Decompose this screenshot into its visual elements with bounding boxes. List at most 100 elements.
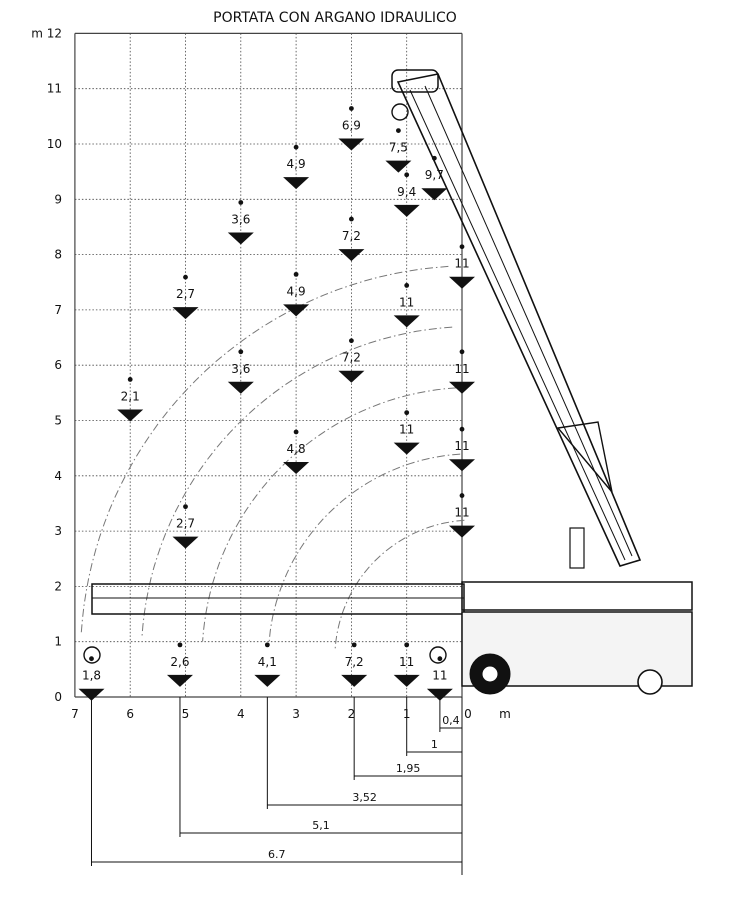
- radius-arc: [80, 265, 449, 634]
- radius-arc: [141, 326, 453, 638]
- load-value-label: 1,8: [82, 669, 101, 683]
- load-marker: [283, 177, 310, 190]
- load-marker: [78, 688, 105, 701]
- hook-icon: [391, 103, 409, 121]
- x-tick-label: 3: [292, 707, 300, 721]
- boom-head: [391, 69, 439, 93]
- load-marker: [426, 688, 453, 701]
- x-tick-label: 6: [126, 707, 134, 721]
- wheel: [637, 669, 663, 695]
- load-marker: [393, 674, 420, 687]
- load-value-label: 4,8: [287, 442, 306, 456]
- y-tick-label: 10: [47, 137, 62, 151]
- radius-arc: [268, 453, 461, 646]
- boom-bracket: [556, 421, 613, 493]
- load-value-label: 7,2: [345, 655, 364, 669]
- load-value-label: 11: [432, 669, 447, 683]
- y-tick-label: 7: [54, 303, 62, 317]
- load-point-dot: [351, 642, 357, 648]
- load-point-dot: [293, 271, 299, 277]
- load-marker: [338, 138, 365, 151]
- load-marker: [117, 409, 144, 422]
- load-point-dot: [238, 349, 244, 355]
- dimension-label: 0,4: [442, 714, 460, 727]
- load-value-label: 4,9: [287, 284, 306, 298]
- load-value-label: 11: [454, 257, 469, 271]
- load-value-label: 2,6: [170, 655, 189, 669]
- dimension-label: 3,52: [352, 791, 377, 804]
- x-tick-label: 4: [237, 707, 245, 721]
- horizontal-boom: [91, 583, 465, 615]
- crane-drawing: [83, 69, 693, 695]
- chart-grid: [74, 32, 463, 698]
- y-tick-label: 4: [54, 469, 62, 483]
- load-value-label: 6,9: [342, 118, 361, 132]
- load-marker: [166, 674, 193, 687]
- load-point-dot: [459, 244, 465, 250]
- load-value-label: 2,7: [176, 287, 195, 301]
- load-marker: [393, 204, 420, 217]
- load-point-dot: [459, 349, 465, 355]
- x-tick-label: 0: [464, 707, 472, 721]
- load-point-dot: [349, 338, 354, 344]
- x-tick-label: 5: [182, 707, 190, 721]
- load-point-dot: [293, 429, 299, 435]
- load-marker: [283, 461, 310, 474]
- load-point-dot: [183, 504, 188, 510]
- load-marker: [227, 232, 254, 245]
- radius-arc: [202, 387, 457, 642]
- load-value-label: 4,1: [258, 655, 277, 669]
- load-point-dot: [404, 642, 410, 648]
- y-tick-label: 6: [54, 358, 62, 372]
- load-marker: [172, 536, 199, 549]
- load-point-dot: [459, 426, 465, 432]
- load-point-dot: [437, 656, 443, 662]
- hook-icon: [83, 646, 101, 664]
- load-point-dot: [459, 493, 465, 498]
- y-tick-label: 2: [54, 579, 62, 593]
- load-value-label: 7,5: [389, 141, 408, 155]
- carrier-upper: [461, 581, 693, 611]
- load-marker: [393, 442, 420, 455]
- load-marker: [283, 304, 310, 317]
- boom-inner-line: [424, 85, 633, 557]
- load-value-label: 7,2: [342, 351, 361, 365]
- load-marker: [393, 315, 420, 328]
- load-value-label: 11: [454, 362, 469, 376]
- dimension-label: 6.7: [268, 848, 286, 861]
- dimension-label: 1,95: [396, 762, 421, 775]
- load-marker: [449, 276, 475, 289]
- load-value-label: 9,4: [397, 185, 416, 199]
- y-tick-label: 9: [54, 192, 62, 206]
- y-tick-label: 8: [54, 248, 62, 262]
- x-tick-label: 2: [348, 707, 356, 721]
- load-value-label: 11: [454, 506, 469, 520]
- load-marker: [449, 459, 475, 472]
- load-point-dot: [349, 216, 354, 222]
- load-marker: [338, 249, 365, 262]
- distance-dimensions: 0,411,953,525,16.7: [90, 697, 463, 875]
- load-point-dot: [396, 128, 401, 133]
- load-marker: [421, 188, 448, 201]
- load-marker: [227, 381, 254, 394]
- load-point-dot: [293, 144, 299, 150]
- load-marker: [449, 381, 475, 394]
- cylinder: [569, 527, 585, 569]
- load-value-label: 2,1: [121, 389, 140, 403]
- hook-icon: [429, 646, 447, 664]
- load-point-dot: [127, 377, 133, 382]
- load-value-label: 11: [399, 295, 414, 309]
- load-point-dot: [264, 642, 270, 648]
- y-tick-label: 3: [54, 524, 62, 538]
- boom-inner-line: [409, 89, 626, 561]
- dimension-label: 1: [431, 738, 438, 751]
- boom-outline: [396, 73, 642, 567]
- load-point-dot: [238, 200, 244, 205]
- chart-title: PORTATA CON ARGANO IDRAULICO: [213, 10, 457, 26]
- load-point-dot: [404, 410, 410, 416]
- x-axis-unit-label: m: [499, 707, 511, 721]
- y-tick-label: 5: [54, 414, 62, 428]
- load-value-label: 9,7: [425, 168, 444, 182]
